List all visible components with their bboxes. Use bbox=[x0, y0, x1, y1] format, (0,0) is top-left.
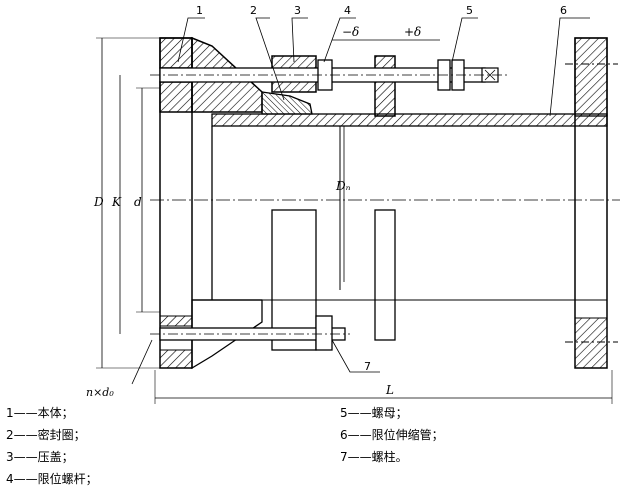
bolt-holes-label: n×d₀ bbox=[86, 386, 114, 399]
limit-rod bbox=[150, 59, 510, 91]
stud bbox=[150, 315, 350, 351]
K-label: K bbox=[111, 195, 122, 209]
d-label: d bbox=[134, 195, 142, 209]
body-flange-left bbox=[159, 36, 263, 370]
callout-1: 1 bbox=[196, 4, 203, 17]
seal-ring bbox=[261, 91, 313, 115]
Dn-label: Dₙ bbox=[335, 179, 351, 193]
legend-item-5: 5——螺母； bbox=[340, 406, 408, 420]
callout-leaders bbox=[131, 17, 590, 385]
flange-right bbox=[565, 37, 618, 369]
legend-item-4: 4——限位螺杆； bbox=[6, 472, 98, 486]
callout-5: 5 bbox=[466, 4, 473, 17]
dimension-D bbox=[96, 37, 160, 369]
legend-item-2: 2——密封圈； bbox=[6, 428, 86, 442]
dimension-d bbox=[136, 87, 160, 313]
L-label: L bbox=[385, 383, 394, 397]
callout-6: 6 bbox=[560, 4, 567, 17]
callout-2: 2 bbox=[250, 4, 257, 17]
callout-7: 7 bbox=[364, 360, 371, 373]
minus-delta-label: −δ bbox=[342, 25, 359, 39]
legend-item-3: 3——压盖； bbox=[6, 450, 74, 464]
callout-4: 4 bbox=[344, 4, 351, 17]
plus-delta-label: +δ bbox=[404, 25, 421, 39]
limit-tube-flange-mid bbox=[374, 55, 396, 341]
dimension-L bbox=[154, 370, 613, 404]
legend-item-1: 1——本体； bbox=[6, 406, 74, 420]
D-label: D bbox=[93, 195, 104, 209]
legend-item-6: 6——限位伸缩管； bbox=[340, 428, 444, 442]
legend-item-7: 7——螺柱。 bbox=[340, 450, 408, 464]
expansion-joint-drawing: 1 2 3 4 5 6 7 −δ +δ D K d Dₙ n×d₀ L bbox=[86, 4, 620, 404]
limit-expansion-tube bbox=[211, 113, 608, 301]
callout-3: 3 bbox=[294, 4, 301, 17]
